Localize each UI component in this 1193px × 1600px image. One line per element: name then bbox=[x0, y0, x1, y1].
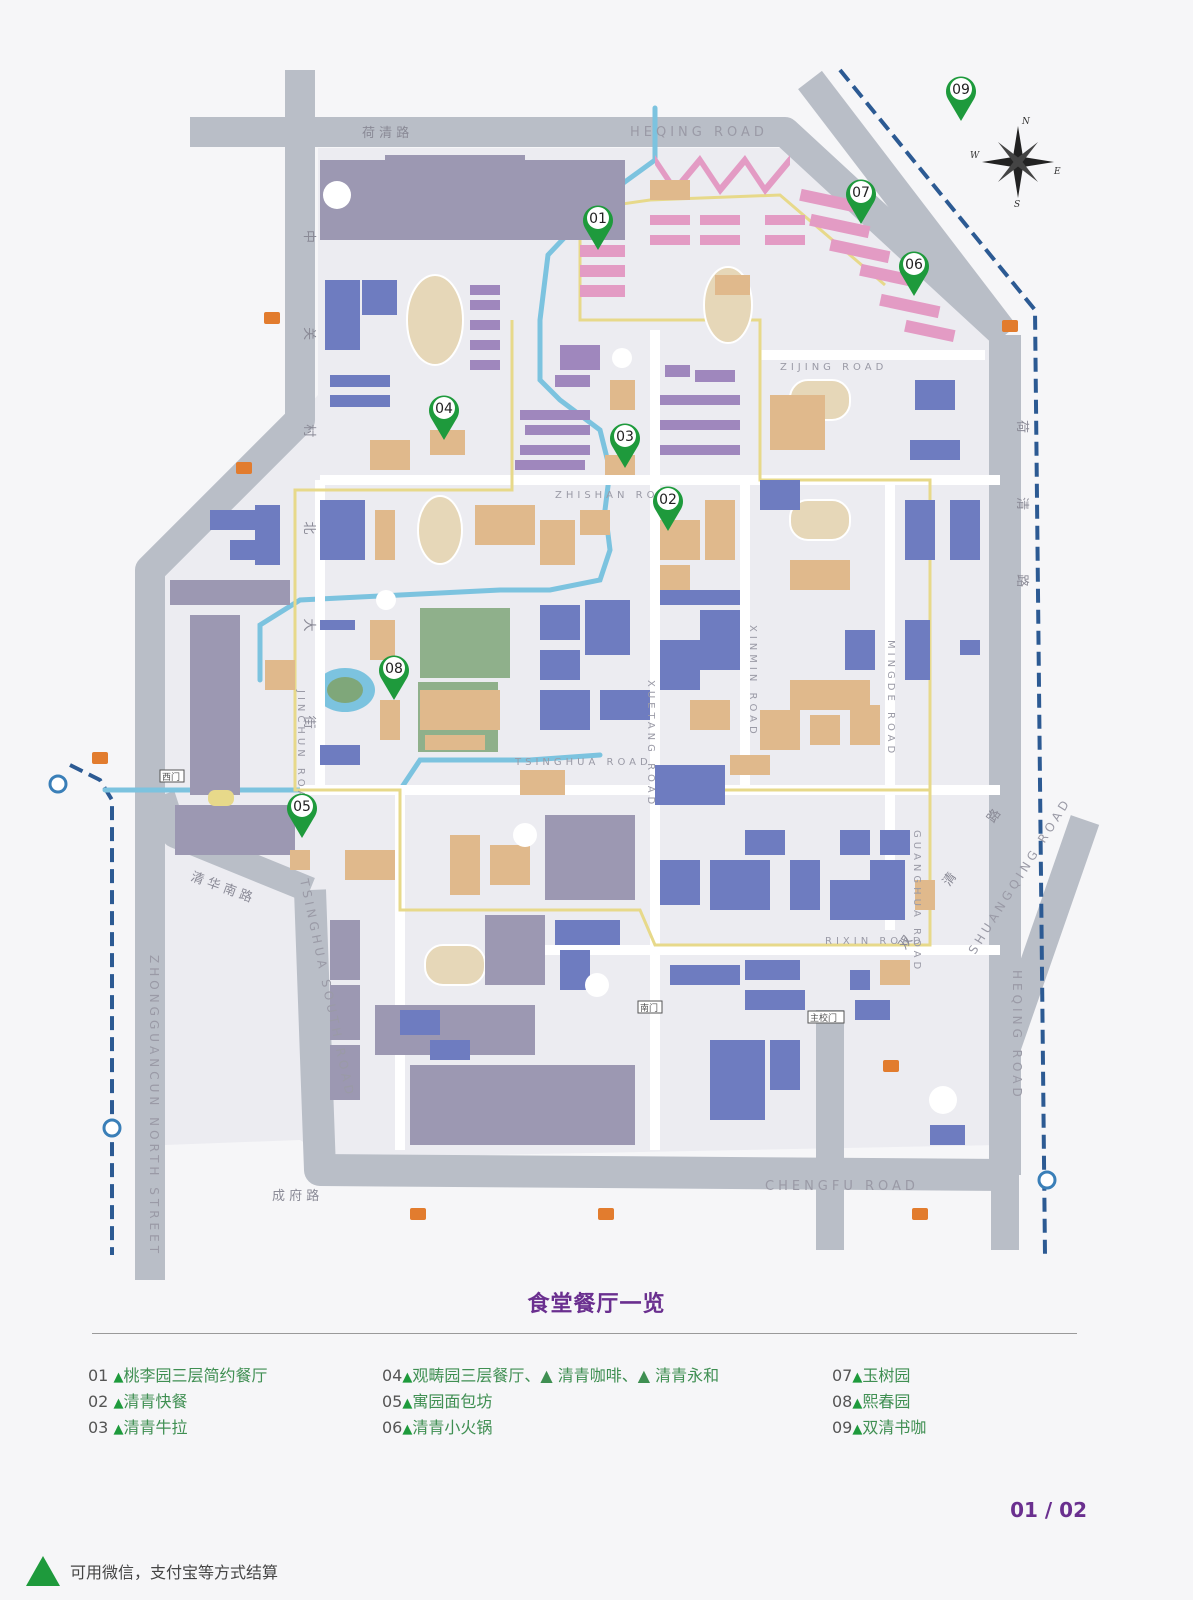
svg-text:E: E bbox=[1053, 167, 1061, 177]
triangle-icon: ▲ bbox=[113, 1370, 124, 1385]
inner-roads bbox=[300, 330, 1000, 1150]
svg-text:W: W bbox=[970, 151, 980, 161]
payment-note: 可用微信，支付宝等方式结算 bbox=[26, 1554, 278, 1588]
legend-item: 02 ▲清青快餐 bbox=[88, 1392, 188, 1411]
legend-item: 08▲熙春园 bbox=[832, 1392, 911, 1411]
pin-05[interactable]: 05 bbox=[287, 793, 317, 838]
purple-blocks bbox=[470, 285, 740, 470]
outer-roads bbox=[135, 70, 1100, 1280]
gate-south: 南门 bbox=[637, 1000, 663, 1014]
shuttle-bus-icon bbox=[208, 790, 234, 806]
pin-08[interactable]: 08 bbox=[379, 655, 409, 700]
gate-main: 主校门 bbox=[807, 1010, 845, 1024]
triangle-icon: ▲ bbox=[113, 1422, 124, 1437]
pin-09[interactable]: 09 bbox=[946, 76, 976, 122]
pin-06[interactable]: 06 bbox=[899, 251, 929, 296]
pin-label: 04 bbox=[435, 401, 453, 417]
road-label-xuetang: XUETANG ROAD bbox=[645, 680, 656, 808]
triangle-icon: ▲ bbox=[402, 1422, 413, 1437]
road-label-zhongguancun: ZHONGGUANCUN NORTH STREET bbox=[147, 955, 161, 1257]
page-number: 01 / 02 bbox=[1010, 1498, 1087, 1522]
pin-label: 03 bbox=[616, 429, 634, 445]
pin-07[interactable]: 07 bbox=[846, 179, 876, 224]
pin-01[interactable]: 01 bbox=[583, 205, 613, 250]
subway-station-icon bbox=[48, 774, 1057, 1190]
pin-label: 05 bbox=[293, 799, 311, 815]
restaurant-pins: 01 02 03 04 05 06 07 08 09 bbox=[287, 76, 976, 838]
road-label-zhongguancun-cn: 中 关 村 北 大 街 bbox=[301, 230, 316, 769]
svg-text:南门: 南门 bbox=[640, 1002, 658, 1014]
road-label-mingde: MINGDE ROAD bbox=[885, 640, 896, 757]
pin-label: 09 bbox=[952, 82, 970, 98]
legend-column-2: 04▲观畴园三层餐厅、▲ 清青咖啡、▲ 清青永和 05▲寓园面包坊 06▲清青小… bbox=[382, 1362, 719, 1440]
road-label-jinchun: JINCHUN ROAD bbox=[295, 689, 306, 813]
road-label-chengfu-cn: 成 府 路 bbox=[272, 1188, 319, 1204]
pin-04[interactable]: 04 bbox=[429, 395, 459, 440]
triangle-icon: ▲ bbox=[402, 1396, 413, 1411]
gate-west: 西门 bbox=[159, 769, 185, 783]
legend-title: 食堂餐厅一览 bbox=[527, 1292, 666, 1317]
legend-divider bbox=[92, 1333, 1077, 1334]
white-markers bbox=[323, 181, 957, 1114]
campus-map: 荷 清 路 HEQING ROAD ZIJING ROAD ZHISHAN RO… bbox=[48, 68, 1100, 1280]
road-label-heqing-east-cn: 荷 清 路 bbox=[1014, 420, 1030, 617]
pin-label: 02 bbox=[659, 492, 677, 508]
svg-text:西门: 西门 bbox=[162, 771, 180, 783]
road-label-heqing: HEQING ROAD bbox=[630, 125, 768, 140]
road-label-guanghua: GUANGHUA ROAD bbox=[911, 830, 922, 973]
triangle-icon: ▲ bbox=[852, 1370, 863, 1385]
legend-item: 06▲清青小火锅 bbox=[382, 1418, 493, 1437]
road-label-heqing-cn: 荷 清 路 bbox=[362, 125, 409, 141]
compass-icon: N S E W bbox=[970, 117, 1061, 210]
legend-column-1: 01 ▲桃李园三层简约餐厅 02 ▲清青快餐 03 ▲清青牛拉 bbox=[88, 1362, 267, 1440]
blue-blocks bbox=[210, 280, 980, 1145]
legend-item: 03 ▲清青牛拉 bbox=[88, 1418, 188, 1437]
pin-label: 01 bbox=[589, 211, 607, 227]
triangle-icon: ▲ bbox=[113, 1396, 124, 1411]
legend-item: 05▲寓园面包坊 bbox=[382, 1392, 493, 1411]
legend-column-3: 07▲玉树园 08▲熙春园 09▲双清书咖 bbox=[832, 1362, 926, 1440]
svg-text:S: S bbox=[1014, 200, 1020, 210]
svg-text:N: N bbox=[1021, 117, 1031, 127]
road-label-tsinghua: TSINGHUA ROAD bbox=[514, 757, 652, 768]
pin-label: 07 bbox=[852, 185, 870, 201]
pin-label: 08 bbox=[385, 661, 403, 677]
pin-03[interactable]: 03 bbox=[610, 423, 640, 468]
road-label-chengfu: CHENGFU ROAD bbox=[765, 1179, 919, 1194]
legend-item: 09▲双清书咖 bbox=[832, 1418, 927, 1437]
triangle-icon: ▲ bbox=[852, 1422, 863, 1437]
legend-item: 01 ▲桃李园三层简约餐厅 bbox=[88, 1366, 268, 1385]
road-label-zijing: ZIJING ROAD bbox=[780, 362, 887, 373]
road-label-heqing-east: HEQING ROAD bbox=[1010, 970, 1024, 1101]
triangle-icon: ▲ bbox=[402, 1370, 413, 1385]
road-label-zhishan: ZHISHAN ROAD bbox=[555, 490, 681, 501]
pin-02[interactable]: 02 bbox=[653, 486, 683, 531]
road-label-xinmin: XINMIN ROAD bbox=[747, 625, 758, 738]
legend-item: 04▲观畴园三层餐厅、▲ 清青咖啡、▲ 清青永和 bbox=[382, 1366, 720, 1385]
pin-label: 06 bbox=[905, 257, 923, 273]
bus-stop-icon bbox=[92, 312, 1018, 1220]
legend-item: 07▲玉树园 bbox=[832, 1366, 911, 1385]
road-label-rixin: RIXIN ROAD bbox=[825, 936, 925, 947]
triangle-icon: ▲ bbox=[852, 1396, 863, 1411]
triangle-icon bbox=[26, 1556, 60, 1586]
svg-text:主校门: 主校门 bbox=[810, 1012, 837, 1024]
lake-island bbox=[327, 677, 363, 703]
